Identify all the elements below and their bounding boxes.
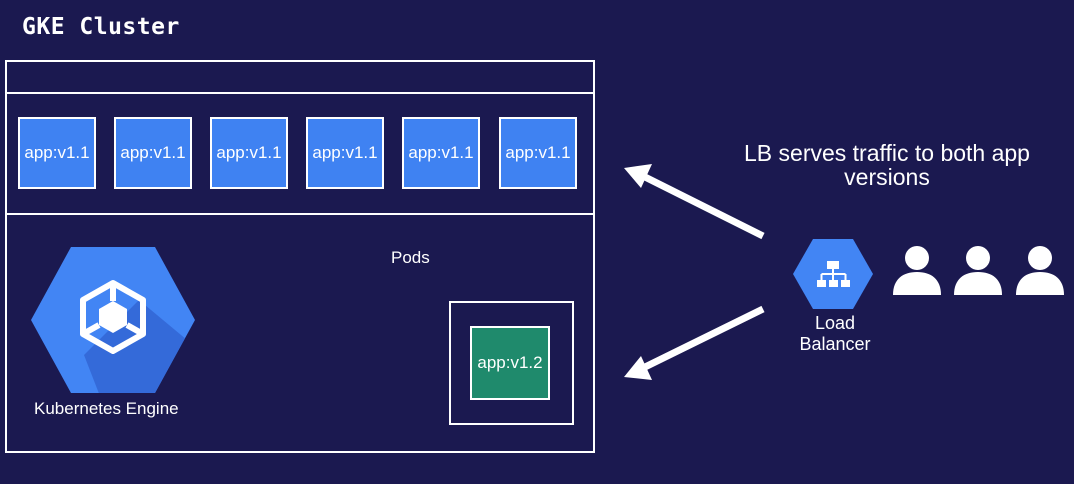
pod-v1-2: app:v1.2	[470, 326, 550, 400]
pods-label: Pods	[391, 248, 430, 267]
arrow-to-v1-1	[641, 172, 765, 240]
gke-cluster-box: app:v1.1 app:v1.1 app:v1.1 app:v1.1 app:…	[5, 60, 595, 453]
cluster-divider-top	[7, 92, 593, 94]
user-icon	[891, 243, 943, 300]
user-icon	[1014, 243, 1066, 300]
canary-pod-container: app:v1.2	[449, 301, 574, 425]
pod-v1-1: app:v1.1	[499, 117, 577, 189]
load-balancer-label: Load Balancer	[799, 313, 871, 354]
pod-v1-1: app:v1.1	[306, 117, 384, 189]
pod-v1-1: app:v1.1	[114, 117, 192, 189]
load-balancer-icon	[792, 238, 874, 315]
traffic-message: LB serves traffic to both app versions	[744, 140, 1030, 190]
pod-v1-1: app:v1.1	[18, 117, 96, 189]
arrowhead-to-v1-1	[624, 164, 652, 188]
kubernetes-engine-label: Kubernetes Engine	[34, 399, 179, 418]
cluster-divider-middle	[7, 213, 593, 215]
pod-v1-1: app:v1.1	[210, 117, 288, 189]
arrow-to-v1-2	[641, 305, 765, 372]
diagram-title: GKE Cluster	[22, 14, 180, 40]
kubernetes-engine-icon	[29, 245, 197, 400]
pod-v1-1: app:v1.1	[402, 117, 480, 189]
user-icon	[952, 243, 1004, 300]
arrowhead-to-v1-2	[624, 356, 652, 380]
